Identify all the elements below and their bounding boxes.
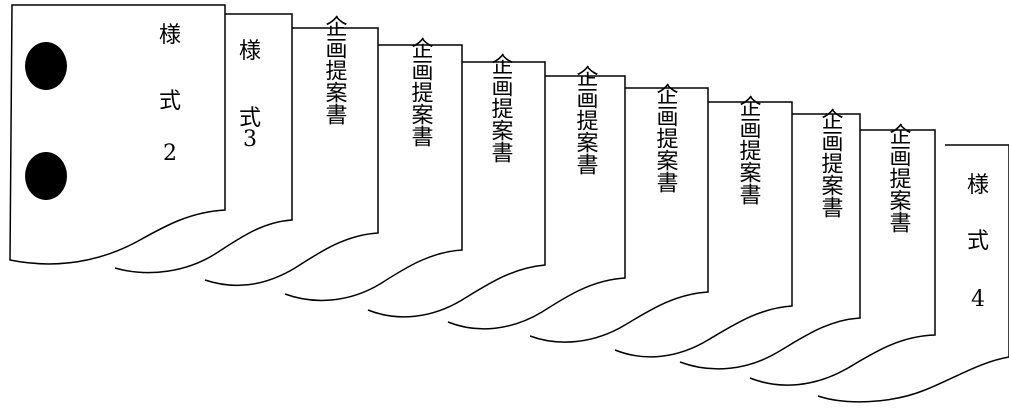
form2-label-char-2: 式 xyxy=(159,89,181,114)
proposal-sheet: 企画提案書 xyxy=(204,15,379,287)
proposal-label: 企画提案書 xyxy=(573,65,599,175)
proposal-label: 企画提案書 xyxy=(653,83,679,193)
punch-hole-icon xyxy=(25,152,67,200)
form2-label-char-3: 2 xyxy=(163,141,177,166)
form4-label-char-3: 4 xyxy=(971,287,985,312)
proposal-sheet: 企画提案書 xyxy=(284,37,463,302)
proposal-sheet: 企画提案書 xyxy=(749,123,936,386)
svg-text:企画提案書: 企画提案書 xyxy=(408,37,434,147)
form4-label-char-1: 様 xyxy=(967,173,989,198)
svg-text:企画提案書: 企画提案書 xyxy=(653,83,679,193)
svg-text:企画提案書: 企画提案書 xyxy=(736,95,762,205)
proposal-label: 企画提案書 xyxy=(736,95,762,205)
form3-label-char-2: 式 xyxy=(239,106,261,131)
form4-label-char-2: 式 xyxy=(967,229,989,254)
svg-text:企画提案書: 企画提案書 xyxy=(322,15,348,125)
form2-sheet: 様 式 2 xyxy=(9,4,226,265)
proposal-label: 企画提案書 xyxy=(488,53,514,163)
svg-text:企画提案書: 企画提案書 xyxy=(886,123,912,233)
proposal-sheet: 企画提案書 xyxy=(529,83,709,343)
punch-hole-icon xyxy=(25,42,67,90)
form3-label-char-1: 様 xyxy=(239,39,261,64)
proposal-label: 企画提案書 xyxy=(818,108,844,218)
form3-label-char-3: 3 xyxy=(243,127,257,152)
proposal-sheet: 企画提案書 xyxy=(447,65,626,330)
form3-sheet: 様 式 3 xyxy=(114,13,293,274)
form2-label-char-1: 様 xyxy=(159,23,181,48)
proposal-label: 企画提案書 xyxy=(886,123,912,233)
proposal-label: 企画提案書 xyxy=(322,15,348,125)
proposal-sheet: 企画提案書 xyxy=(367,53,546,318)
proposal-label: 企画提案書 xyxy=(408,37,434,147)
proposal-sheet: 企画提案書 xyxy=(614,95,793,358)
proposal-sheet: 企画提案書 xyxy=(679,108,861,370)
svg-text:企画提案書: 企画提案書 xyxy=(488,53,514,163)
svg-text:企画提案書: 企画提案書 xyxy=(573,65,599,175)
svg-text:企画提案書: 企画提案書 xyxy=(818,108,844,218)
